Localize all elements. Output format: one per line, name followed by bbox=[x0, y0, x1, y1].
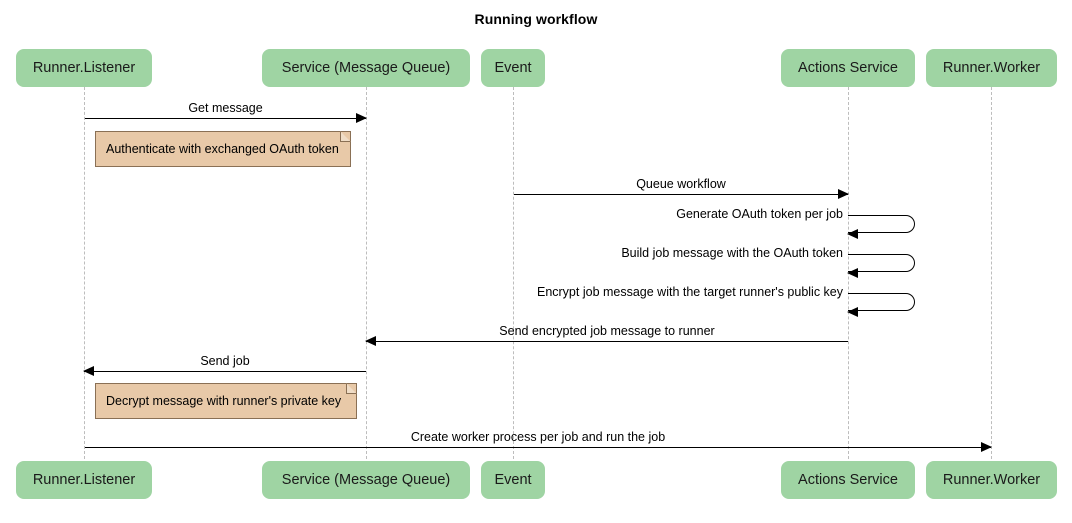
participant-event-top[interactable]: Event bbox=[481, 49, 545, 87]
lifeline-runner-worker bbox=[991, 87, 992, 459]
participant-label: Runner.Worker bbox=[942, 472, 1041, 488]
arrowhead-left-icon bbox=[847, 307, 858, 318]
arrowhead-left-icon bbox=[847, 268, 858, 279]
note-fold-corner-icon bbox=[346, 383, 357, 394]
arrowhead-left-icon bbox=[83, 365, 94, 376]
participant-actions-service-top[interactable]: Actions Service bbox=[781, 49, 915, 87]
participant-label: Runner.Listener bbox=[32, 60, 136, 76]
message-label: Send encrypted job message to runner bbox=[499, 324, 715, 338]
participant-label: Service (Message Queue) bbox=[281, 472, 451, 488]
participant-label: Event bbox=[494, 472, 532, 488]
self-message-build-job-message[interactable]: Build job message with the OAuth token bbox=[621, 246, 915, 279]
participant-actions-service-bottom[interactable]: Actions Service bbox=[781, 461, 915, 499]
message-line bbox=[85, 447, 991, 448]
message-line bbox=[85, 118, 366, 119]
self-message-encrypt-job-message[interactable]: Encrypt job message with the target runn… bbox=[537, 285, 915, 318]
participant-runner-listener-bottom[interactable]: Runner.Listener bbox=[16, 461, 152, 499]
message-label: Generate OAuth token per job bbox=[676, 207, 843, 221]
arrowhead-right-icon bbox=[981, 441, 992, 452]
page-title: Running workflow bbox=[474, 11, 598, 27]
note-fold-corner-icon bbox=[340, 131, 351, 142]
arrowhead-right-icon bbox=[356, 112, 367, 123]
lifeline-runner-listener bbox=[84, 87, 85, 459]
note-label: Authenticate with exchanged OAuth token bbox=[106, 142, 339, 156]
message-label: Encrypt job message with the target runn… bbox=[536, 285, 843, 299]
participant-service-message-queue-bottom[interactable]: Service (Message Queue) bbox=[262, 461, 470, 499]
participant-label: Actions Service bbox=[798, 60, 898, 76]
self-message-loop bbox=[848, 215, 915, 233]
self-message-loop bbox=[848, 293, 915, 311]
participant-label: Event bbox=[494, 60, 532, 76]
note-label: Decrypt message with runner's private ke… bbox=[106, 394, 342, 408]
participant-event-bottom[interactable]: Event bbox=[481, 461, 545, 499]
participant-service-message-queue-top[interactable]: Service (Message Queue) bbox=[262, 49, 470, 87]
message-label: Build job message with the OAuth token bbox=[621, 246, 843, 260]
message-label: Get message bbox=[188, 101, 263, 115]
participant-runner-listener-top[interactable]: Runner.Listener bbox=[16, 49, 152, 87]
lifeline-service-message-queue bbox=[366, 87, 367, 459]
arrowhead-right-icon bbox=[838, 188, 849, 199]
note-decrypt: Decrypt message with runner's private ke… bbox=[95, 383, 357, 419]
message-label: Send job bbox=[200, 354, 250, 368]
message-line bbox=[84, 371, 366, 372]
self-message-generate-oauth-token[interactable]: Generate OAuth token per job bbox=[676, 207, 915, 240]
lifeline-event bbox=[513, 87, 514, 459]
message-label: Create worker process per job and run th… bbox=[410, 430, 666, 444]
message-line bbox=[366, 341, 848, 342]
participant-label: Runner.Listener bbox=[32, 472, 136, 488]
note-authenticate: Authenticate with exchanged OAuth token bbox=[95, 131, 351, 167]
self-message-loop bbox=[848, 254, 915, 272]
arrowhead-left-icon bbox=[365, 335, 376, 346]
participant-runner-worker-bottom[interactable]: Runner.Worker bbox=[926, 461, 1057, 499]
participant-runner-worker-top[interactable]: Runner.Worker bbox=[926, 49, 1057, 87]
participant-label: Service (Message Queue) bbox=[281, 60, 451, 76]
message-label: Queue workflow bbox=[636, 177, 726, 191]
message-line bbox=[514, 194, 848, 195]
participant-label: Actions Service bbox=[798, 472, 898, 488]
arrowhead-left-icon bbox=[847, 229, 858, 240]
participant-label: Runner.Worker bbox=[942, 60, 1041, 76]
